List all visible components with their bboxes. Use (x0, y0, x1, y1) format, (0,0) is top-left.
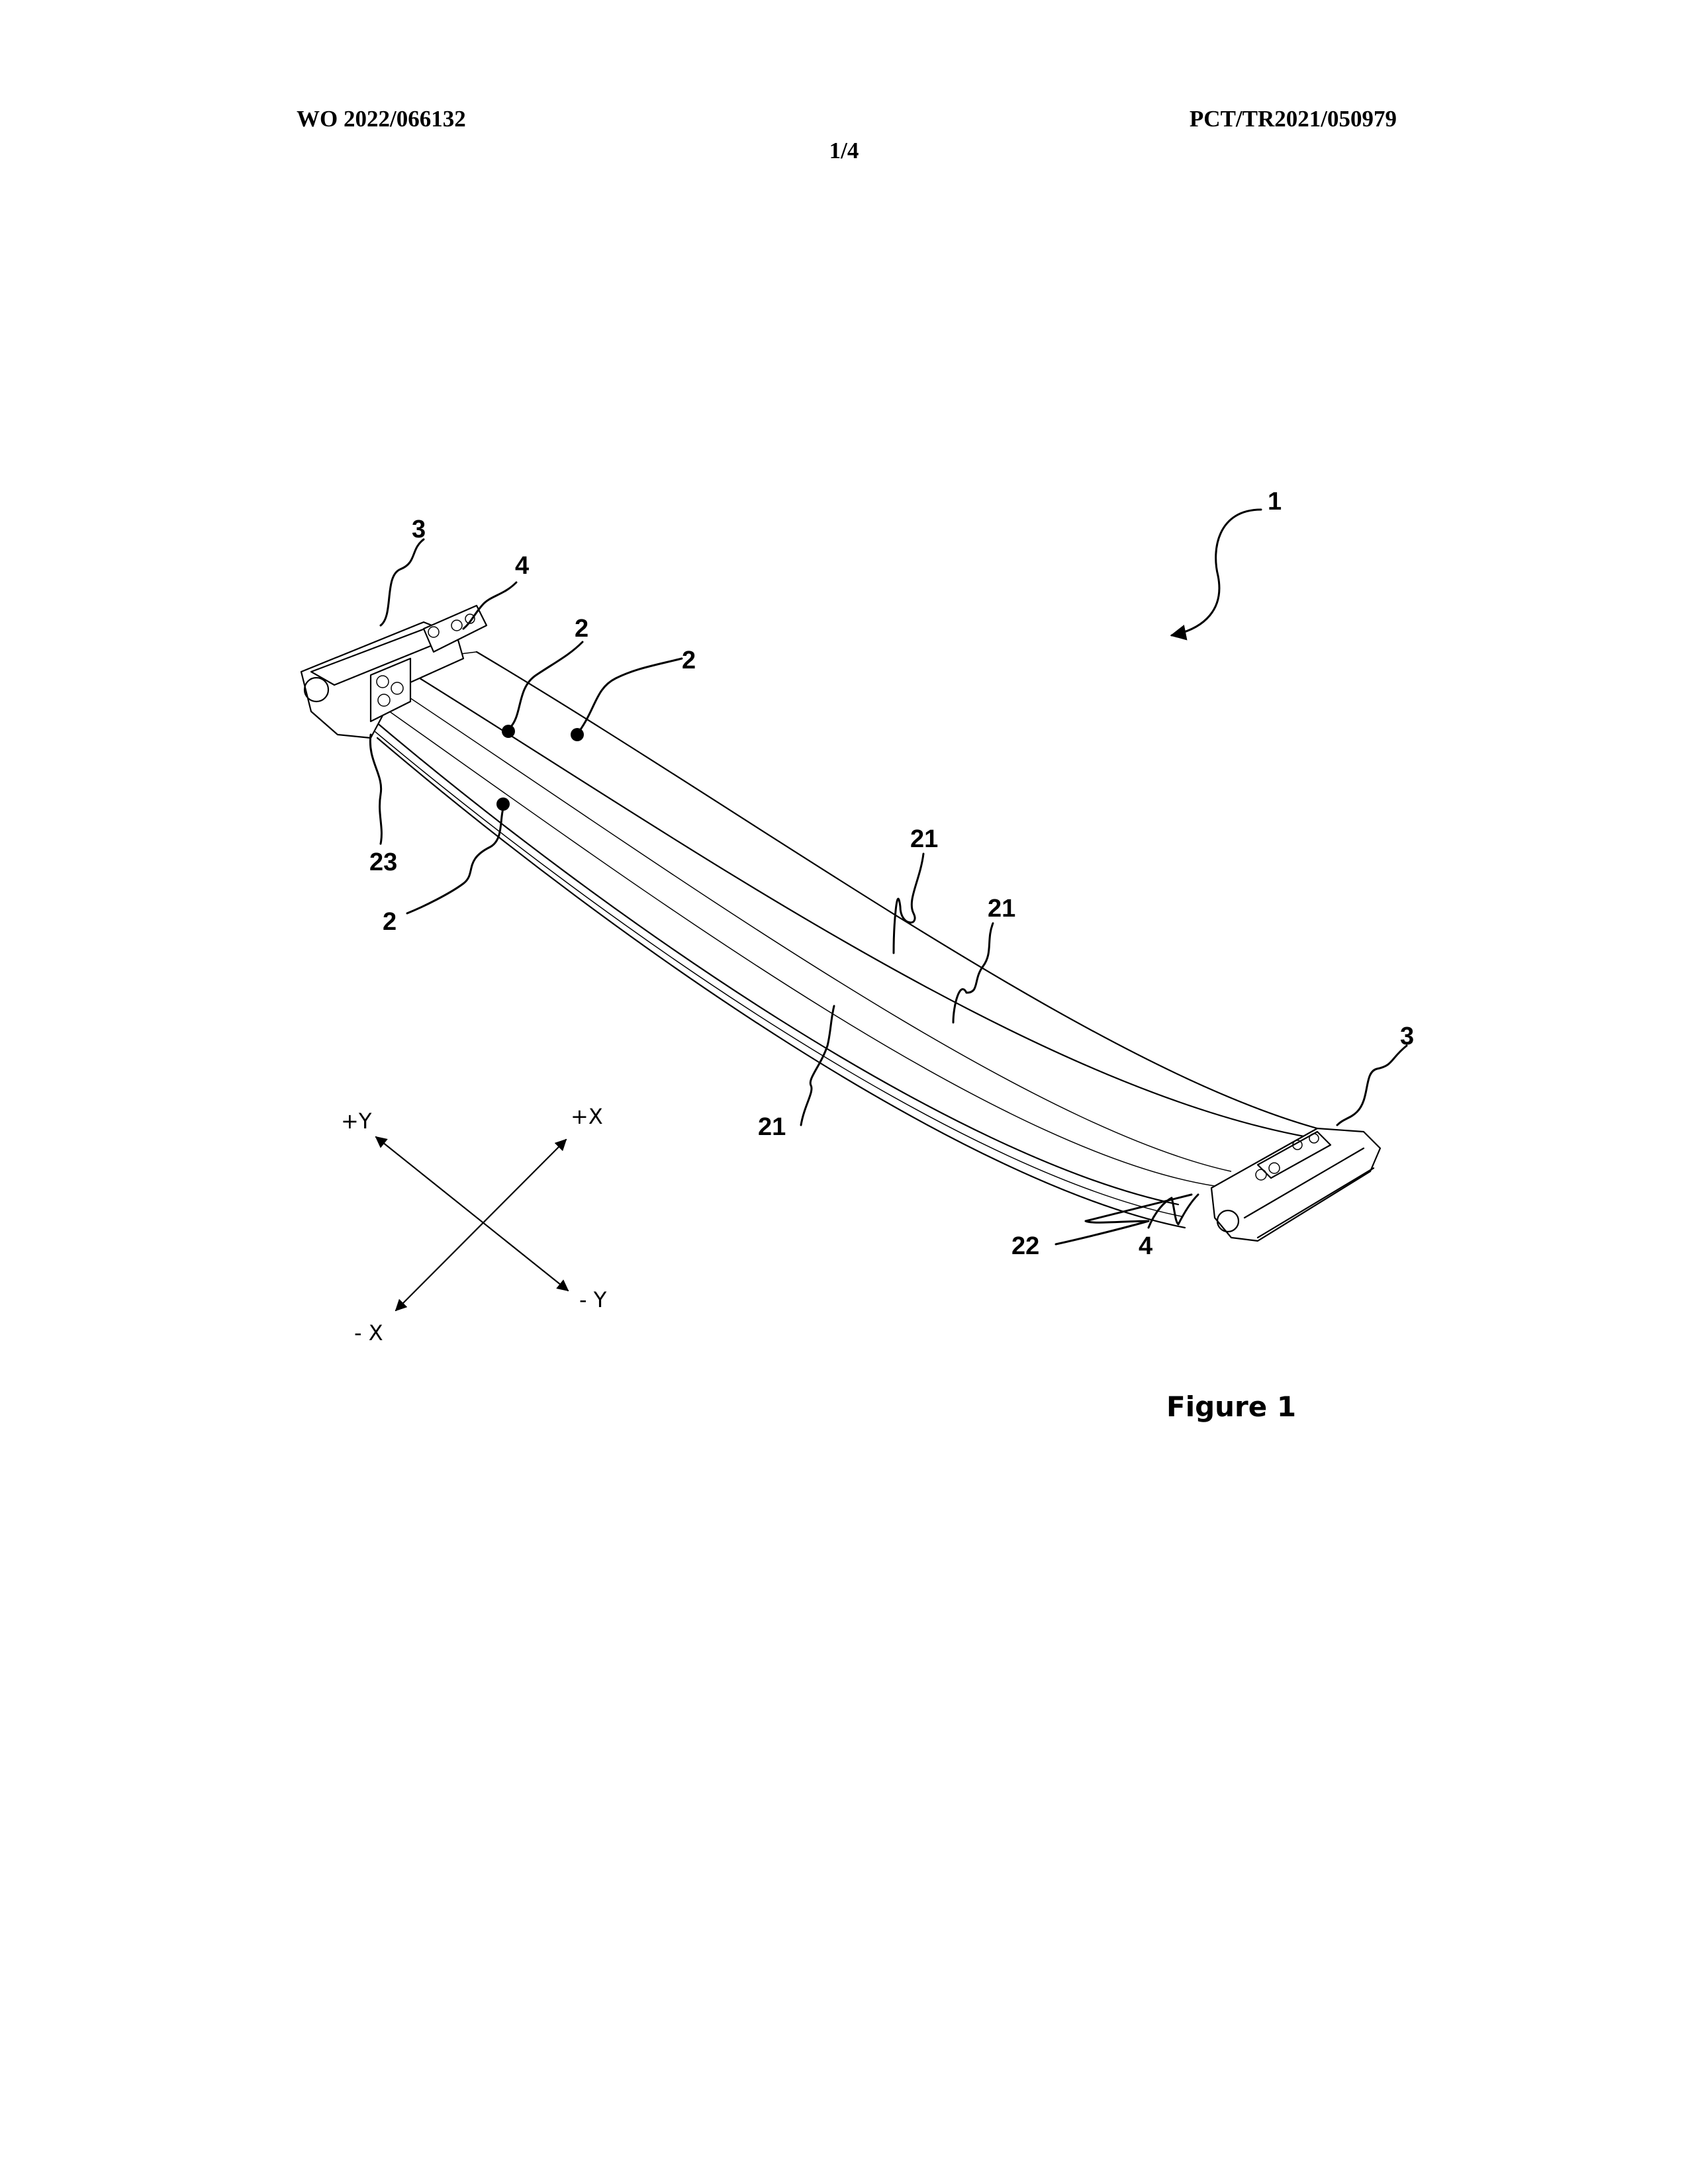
axis-label-plus-y: +Y (341, 1109, 372, 1134)
ref-4-right: 4 (1139, 1232, 1152, 1260)
ref-1: 1 (1268, 488, 1282, 516)
leaf-spring-body (367, 652, 1317, 1228)
ref-23: 23 (369, 848, 397, 876)
ref-21-a: 21 (910, 825, 938, 853)
ref-2-b: 2 (682, 647, 696, 674)
ref-2-c: 2 (383, 908, 397, 936)
ref-2-a: 2 (575, 615, 588, 643)
axis-label-plus-x: +X (571, 1104, 603, 1129)
ref-3-left: 3 (412, 516, 426, 543)
axis-label-minus-y: - Y (579, 1287, 607, 1312)
ref-4-left: 4 (515, 552, 529, 580)
ref-3-right: 3 (1400, 1023, 1414, 1050)
figure-caption: Figure 1 (1166, 1390, 1296, 1423)
ref-21-c: 21 (758, 1113, 786, 1141)
axis-label-minus-x: - X (354, 1320, 383, 1345)
ref-22: 22 (1011, 1232, 1039, 1260)
coordinate-axes (376, 1137, 568, 1310)
left-eye-bracket (301, 606, 487, 738)
leader-lines (370, 510, 1407, 1244)
ref-21-b: 21 (988, 895, 1015, 923)
right-eye-bracket (1211, 1128, 1380, 1241)
